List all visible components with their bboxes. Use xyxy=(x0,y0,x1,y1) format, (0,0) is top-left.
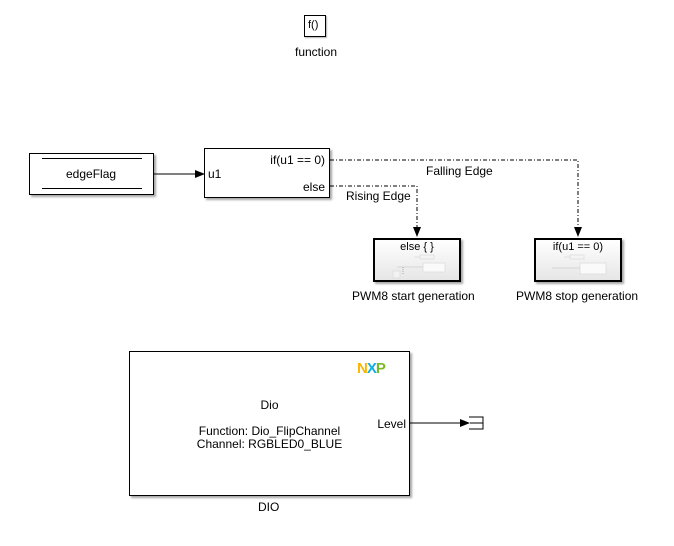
function-block-name: function xyxy=(295,45,338,59)
dio-block-name: DIO xyxy=(258,500,280,514)
nxp-logo-p: P xyxy=(375,360,386,377)
dio-channel-line: Channel: RGBLED0_BLUE xyxy=(196,437,343,451)
rising-edge-label: Rising Edge xyxy=(346,189,411,203)
bottom-rule xyxy=(42,188,142,189)
dio-output-port: Level xyxy=(377,417,406,431)
pwm-stop-subsystem[interactable]: if(u1 == 0) xyxy=(534,238,622,282)
terminator-block[interactable] xyxy=(469,416,484,430)
wire-falling-edge[interactable] xyxy=(330,159,582,237)
dio-function-line: Function: Dio_FlipChannel xyxy=(198,424,341,438)
subsystem-preview-icon xyxy=(552,254,607,275)
nxp-logo-x: X xyxy=(366,360,377,377)
pwm-start-subsystem[interactable]: else { } xyxy=(373,238,461,282)
top-rule xyxy=(42,158,142,159)
edgeflag-block[interactable]: edgeFlag xyxy=(29,153,154,195)
nxp-logo: NXP xyxy=(357,360,386,377)
if-block[interactable]: u1 if(u1 == 0) else xyxy=(204,148,330,198)
if-output-if: if(u1 == 0) xyxy=(270,153,325,167)
dio-block[interactable]: NXP Dio Function: Dio_FlipChannel Channe… xyxy=(129,351,410,496)
pwm-stop-header: if(u1 == 0) xyxy=(552,241,604,253)
if-input-port: u1 xyxy=(208,167,222,181)
function-call-block[interactable]: f() xyxy=(304,15,326,37)
pwm-start-name: PWM8 start generation xyxy=(352,289,475,303)
pwm-start-header: else { } xyxy=(400,241,434,253)
dio-title: Dio xyxy=(260,398,279,412)
nxp-logo-n: N xyxy=(357,360,368,377)
wire-rising-edge[interactable] xyxy=(330,185,421,237)
if-output-else: else xyxy=(302,180,325,194)
edgeflag-label: edgeFlag xyxy=(66,167,117,181)
falling-edge-label: Falling Edge xyxy=(426,164,493,178)
function-icon-label: f() xyxy=(308,19,319,31)
pwm-stop-name: PWM8 stop generation xyxy=(516,289,639,303)
subsystem-preview-icon xyxy=(392,254,446,279)
